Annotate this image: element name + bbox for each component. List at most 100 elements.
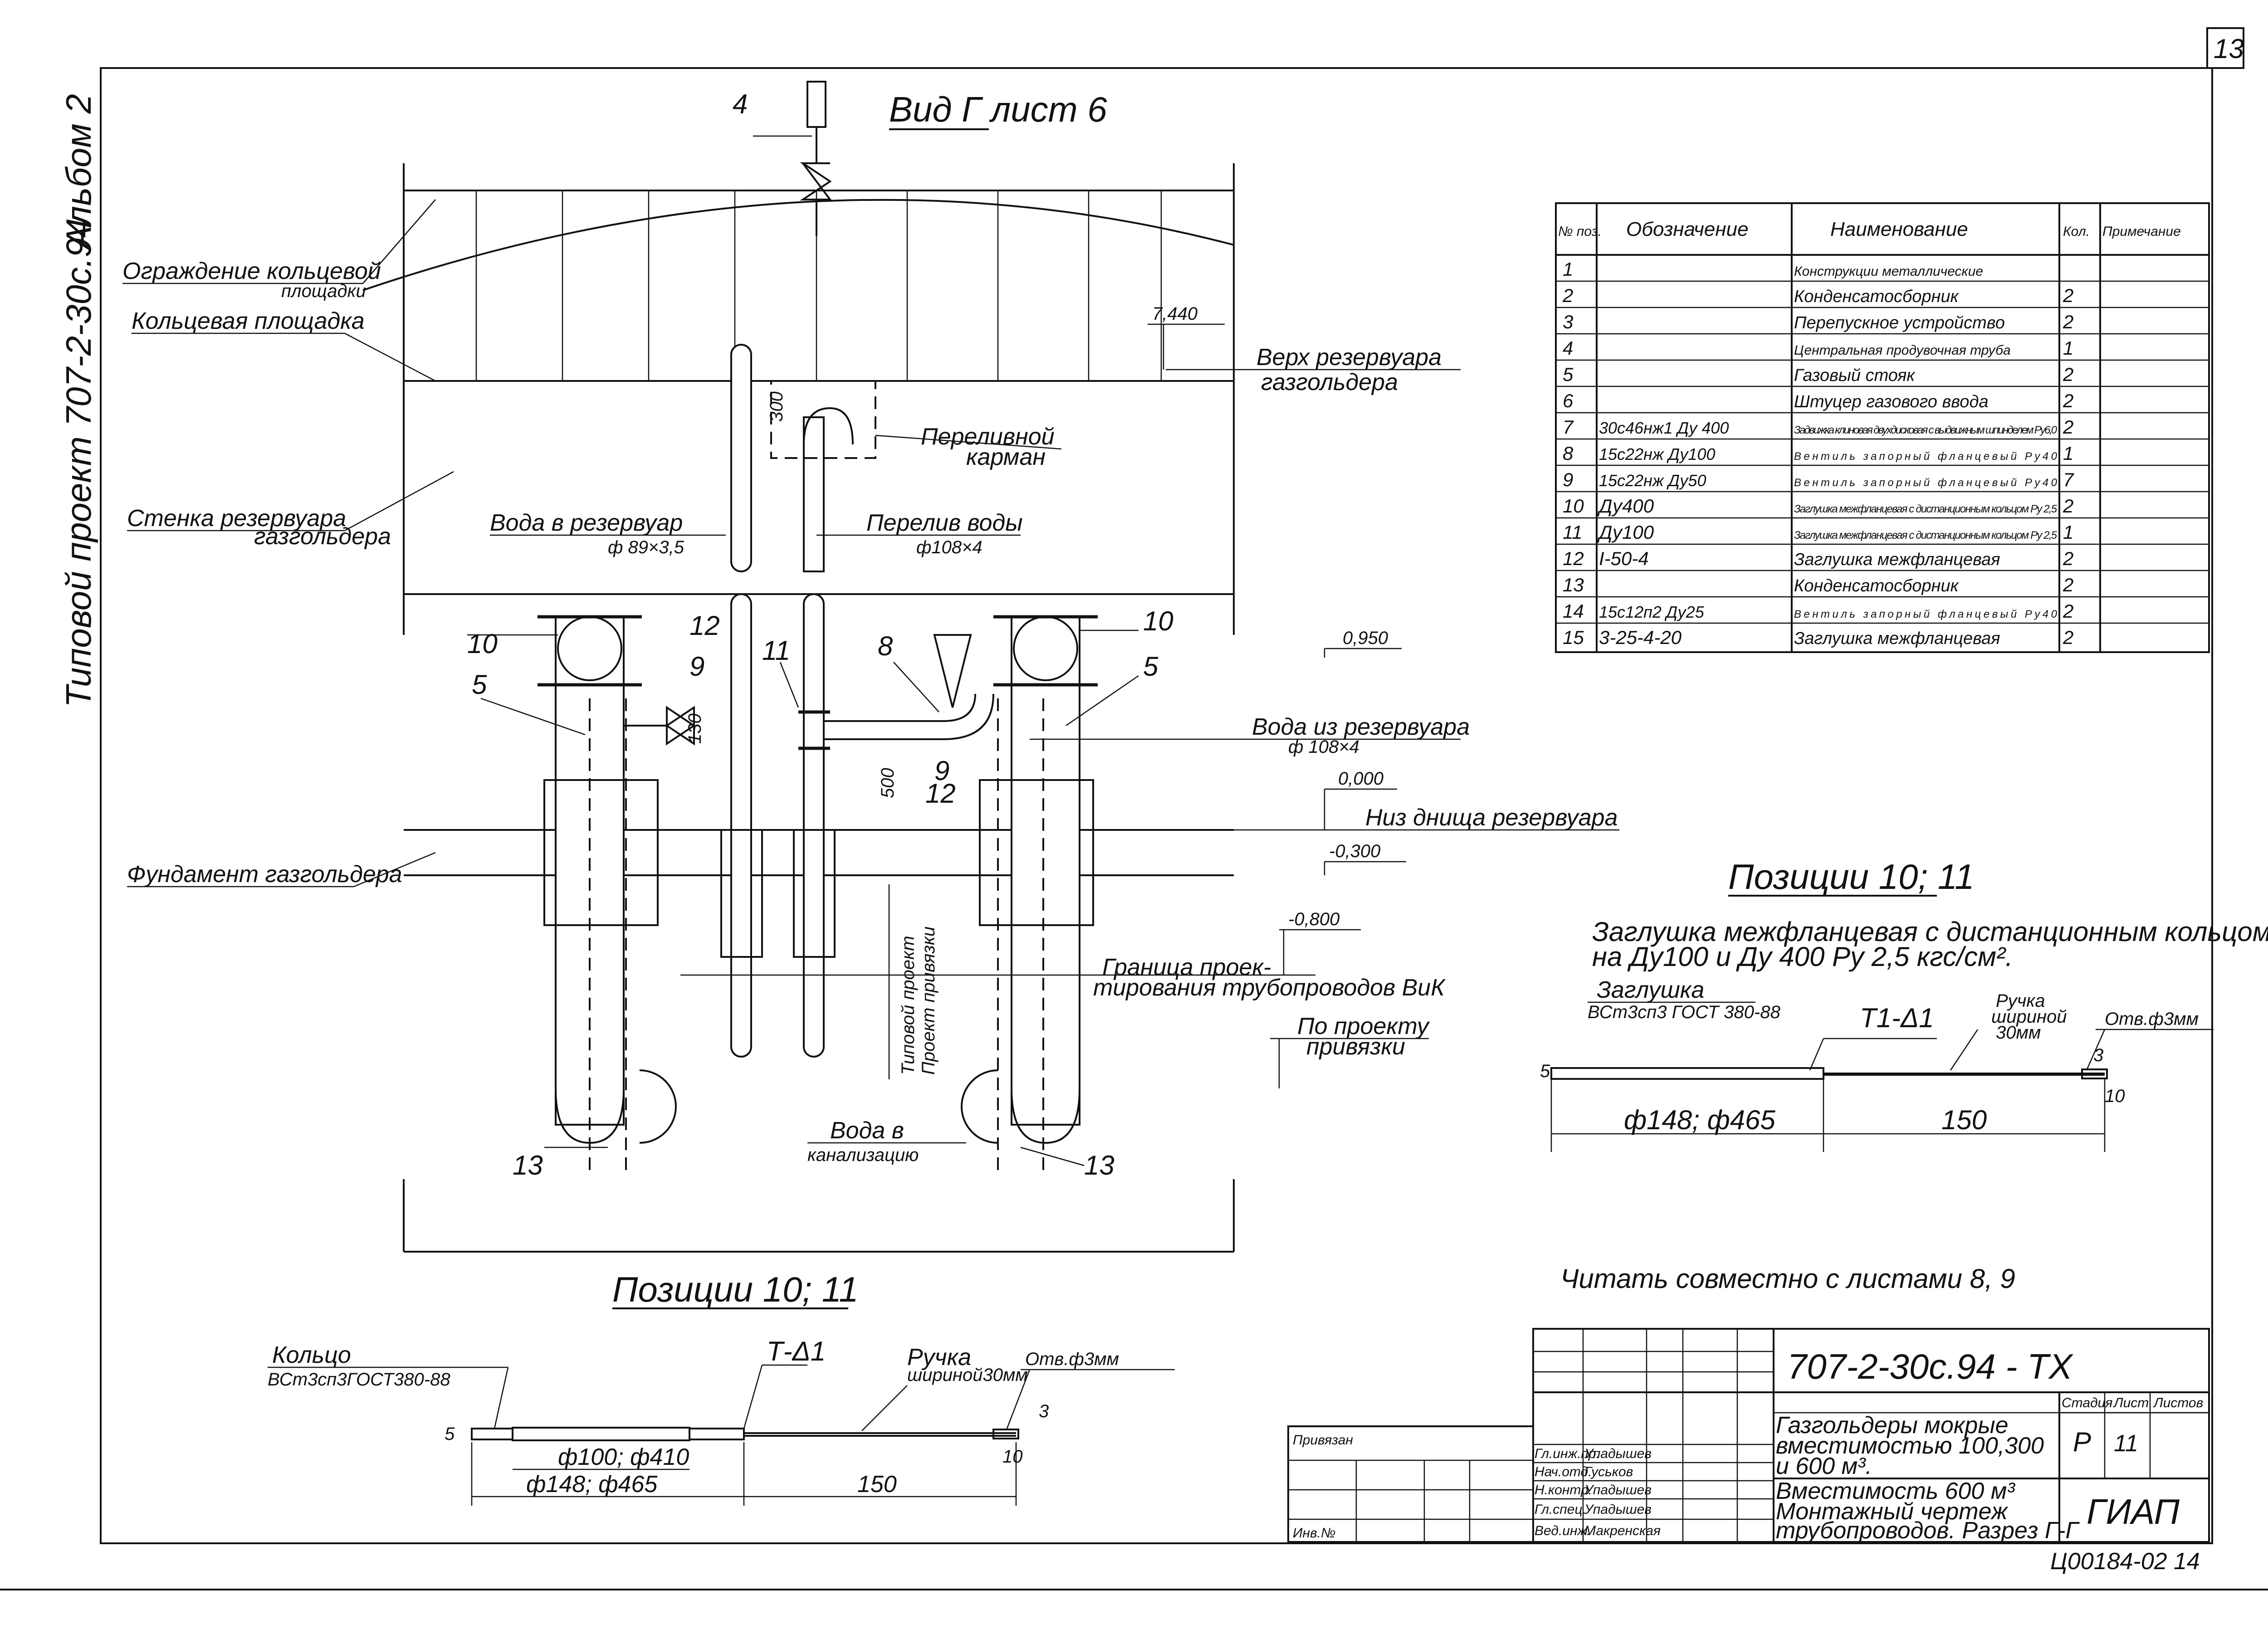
spec-cell-12-0: 13 <box>1563 574 1584 595</box>
callout-13-right: 13 <box>1084 1150 1114 1180</box>
callout-10-left: 10 <box>467 629 498 659</box>
view-bottom-title: Позиции 10; 11 <box>612 1269 859 1309</box>
spec-cell-9-2: Заглушка межфланцевая с дистанционным ко… <box>1794 503 2058 515</box>
stage-header: Стадия <box>2062 1395 2112 1410</box>
doc-title-1: Газгольдеры мокрые <box>1776 1412 2009 1439</box>
detail-right-handle3: 30мм <box>1996 1023 2041 1043</box>
spec-header-2: Наименование <box>1830 218 1968 240</box>
title-block: Привязан Инв.№ 707-2-30с.94 - ТХ Гл.инж.… <box>1287 1328 2210 1575</box>
spec-cell-11-2: Заглушка межфланцевая <box>1794 550 2000 569</box>
spec-header-4: Примечание <box>2102 224 2181 239</box>
role-0: Гл.инж.пр. <box>1535 1446 1600 1461</box>
bound-label: Привязан <box>1293 1433 1353 1448</box>
spec-cell-9-0: 10 <box>1563 495 1584 517</box>
detail-right-desc1: Заглушка межфланцевая с дистанционным ко… <box>1592 917 2268 947</box>
detail-bottom-d150: 150 <box>857 1471 897 1497</box>
label-water-sewer: Вода в <box>830 1117 904 1144</box>
spec-cell-8-2: Вентиль запорный фланцевый Ру40 <box>1794 477 2058 489</box>
spec-cell-13-2: Вентиль запорный фланцевый Ру40 <box>1794 608 2058 620</box>
label-tank-wall-2: газгольдера <box>254 523 391 550</box>
detail-bottom-handle: Ручка <box>907 1344 971 1371</box>
doc-sub-1: Вместимость 600 м³ <box>1776 1478 2015 1504</box>
level-0800: -0,800 <box>1288 909 1339 929</box>
spec-cell-11-3: 2 <box>2063 548 2073 569</box>
detail-right-handle2: шириной <box>1991 1007 2067 1027</box>
detail-right-d3: 3 <box>2093 1045 2103 1065</box>
label-design-boundary-2: тирования трубопроводов ВиК <box>1093 975 1446 1001</box>
spec-cell-11-0: 12 <box>1563 548 1584 569</box>
spec-cell-9-1: Ду400 <box>1597 495 1654 517</box>
detail-bottom-outer: ф148; ф465 <box>526 1471 658 1497</box>
detail-bottom-hole: Отв.ф3мм <box>1025 1349 1119 1369</box>
name-1: Гуськов <box>1584 1464 1633 1479</box>
sheet-header: Лист <box>2113 1395 2149 1410</box>
role-2: Н.контр. <box>1535 1483 1592 1497</box>
spec-cell-0-2: Конструкции металлические <box>1794 264 1983 279</box>
detail-right: Позиции 10; 11 Заглушка межфланцевая с д… <box>1540 857 2268 1152</box>
spec-cell-11-1: I-50-4 <box>1599 548 1649 569</box>
archive-number: Ц00184-02 14 <box>2050 1548 2200 1575</box>
side-project: Типовой проект 707-2-30с.94 <box>59 218 98 707</box>
label-water-sewer-2: канализацию <box>807 1145 919 1165</box>
spec-cell-6-1: 30с46нж1 Ду 400 <box>1599 419 1729 437</box>
doc-title-3: и 600 м³. <box>1776 1453 1872 1479</box>
spec-cell-5-0: 6 <box>1563 390 1574 411</box>
callout-10-right: 10 <box>1143 606 1173 636</box>
spec-cell-6-3: 2 <box>2063 416 2073 438</box>
spec-cell-6-0: 7 <box>1563 416 1574 438</box>
name-3: Упадышев <box>1584 1502 1652 1517</box>
side-album: Альбом 2 <box>59 94 98 251</box>
spec-cell-12-3: 2 <box>2063 574 2073 595</box>
spec-cell-14-2: Заглушка межфланцевая <box>1794 629 2000 648</box>
label-overflow: Перелив воды <box>866 510 1022 536</box>
spec-cell-10-3: 1 <box>2063 522 2073 543</box>
role-1: Нач.отд. <box>1535 1464 1592 1479</box>
spec-cell-4-3: 2 <box>2063 364 2073 385</box>
binding-project: Проект привязки <box>919 927 938 1075</box>
level-0000: 0,000 <box>1338 769 1383 789</box>
detail-right-weld: Т1-Δ1 <box>1860 1003 1934 1033</box>
detail-bottom-d10: 10 <box>1002 1447 1023 1467</box>
view-title: Вид Г лист 6 <box>889 89 1107 129</box>
detail-bottom-inner: ф100; ф410 <box>558 1444 689 1470</box>
detail-right-plug: Заглушка <box>1597 977 1704 1003</box>
callout-5-left: 5 <box>472 669 487 700</box>
spec-cell-13-1: 15с12п2 Ду25 <box>1599 603 1705 621</box>
detail-bottom-weld: Т-Δ1 <box>767 1336 826 1366</box>
label-ring-fence-2: площадки <box>281 281 366 301</box>
spec-cell-13-3: 2 <box>2063 600 2073 622</box>
spec-cell-3-3: 1 <box>2063 337 2073 359</box>
role-3: Гл.спец. <box>1535 1502 1586 1517</box>
spec-cell-2-3: 2 <box>2063 311 2073 332</box>
dim-500: 500 <box>878 768 898 798</box>
role-4: Вед.инж. <box>1535 1523 1590 1538</box>
label-overflow-dim: ф108×4 <box>916 537 982 557</box>
dim-300: 300 <box>767 391 787 422</box>
spec-cell-1-3: 2 <box>2063 285 2073 306</box>
spec-cell-5-2: Штуцер газового ввода <box>1794 392 1989 411</box>
label-design-boundary: Граница проек- <box>1102 954 1271 980</box>
spec-cell-7-0: 8 <box>1563 443 1574 464</box>
spec-cell-0-0: 1 <box>1563 259 1573 280</box>
label-tank-wall: Стенка резервуара <box>127 505 346 532</box>
detail-bottom-handle2: шириной30мм <box>907 1365 1028 1385</box>
callout-11: 11 <box>762 635 790 666</box>
level-0950: 0,950 <box>1343 628 1388 648</box>
main-view: Вид Г лист 6 4 <box>122 81 1619 1309</box>
spec-cell-3-2: Центральная продувочная труба <box>1794 343 2011 358</box>
spec-cell-13-0: 14 <box>1563 600 1584 622</box>
spec-header-3: Кол. <box>2063 224 2090 239</box>
spec-cell-10-2: Заглушка межфланцевая с дистанционным ко… <box>1794 529 2058 541</box>
spec-cell-14-3: 2 <box>2063 627 2073 648</box>
doc-sub-3: трубопроводов. Разрез Г-Г <box>1776 1517 2080 1544</box>
spec-cell-14-1: 3-25-4-20 <box>1599 627 1682 648</box>
spec-cell-7-3: 1 <box>2063 443 2073 464</box>
name-4: Макренская <box>1584 1523 1661 1538</box>
spec-cell-7-2: Вентиль запорный фланцевый Ру40 <box>1794 450 2058 463</box>
detail-right-desc2: на Ду100 и Ду 400 Ру 2,5 кгс/см². <box>1592 941 2013 972</box>
spec-header-0: № поз. <box>1558 224 1602 239</box>
label-ring-fence: Ограждение кольцевой <box>122 258 381 284</box>
spec-cell-5-3: 2 <box>2063 390 2073 411</box>
